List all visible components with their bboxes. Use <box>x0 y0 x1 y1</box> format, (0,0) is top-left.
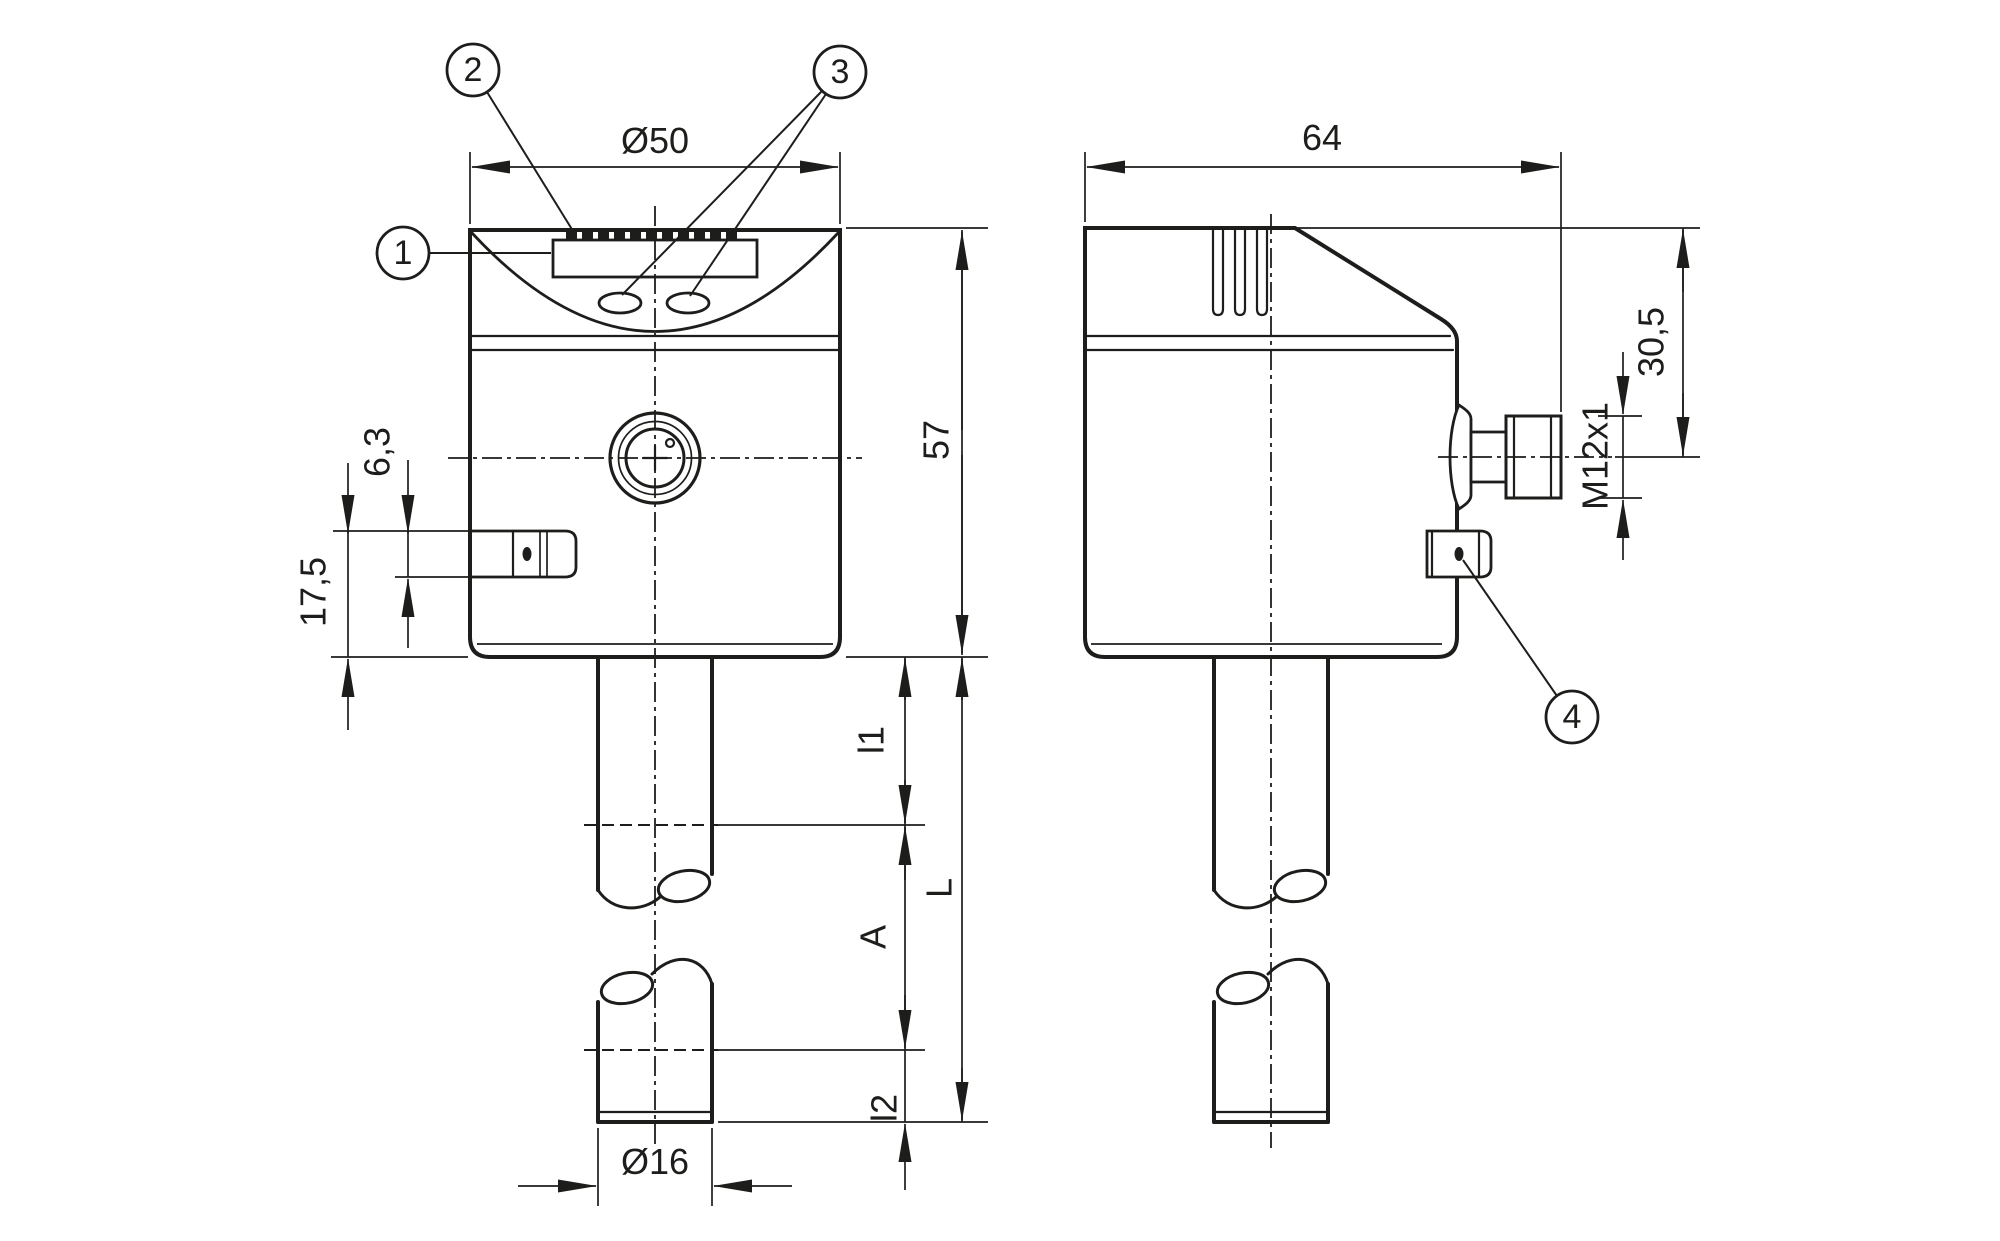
probe-upper-front <box>596 655 714 910</box>
mounting-tab-side <box>1425 529 1493 579</box>
front-housing-outline <box>468 228 842 659</box>
dim-label-diameter-16: Ø16 <box>621 1141 689 1182</box>
dim-label-57: 57 <box>916 420 957 460</box>
callout-1-number: 1 <box>394 234 413 272</box>
pushbutton-right <box>665 291 711 315</box>
dim-label-17-5: 17,5 <box>293 557 334 627</box>
dim-probe-chain: l1 A l2 L <box>584 657 988 1190</box>
callout-4-number: 4 <box>1563 698 1582 736</box>
led-ring <box>608 411 702 505</box>
probe-lower-front <box>596 957 714 1124</box>
dim-label-a: A <box>853 925 894 949</box>
dim-label-l1: l1 <box>851 726 892 754</box>
dim-label-m12x1: M12x1 <box>1575 402 1616 510</box>
dim-tab-group: 6,3 17,5 <box>293 427 470 730</box>
dim-diameter-50: Ø50 <box>469 120 841 224</box>
vent-slots <box>1211 227 1269 317</box>
dim-thread: M12x1 <box>1575 352 1642 560</box>
callout-2: 2 <box>445 42 574 232</box>
mounting-tab-front <box>470 529 578 579</box>
side-housing-outline <box>1083 226 1459 659</box>
front-display-dome-arc <box>470 231 840 333</box>
side-view: 64 30,5 M12x1 4 <box>1083 117 1700 1148</box>
front-view: Ø50 57 6,3 17,5 <box>293 42 988 1206</box>
dim-connector-offset: 30,5 <box>1295 227 1700 458</box>
callout-3: 3 <box>621 44 868 297</box>
callout-2-number: 2 <box>464 51 483 89</box>
dim-depth-64: 64 <box>1084 117 1562 412</box>
dim-height-57: 57 <box>846 227 988 658</box>
dim-label-64: 64 <box>1302 117 1342 158</box>
dim-label-30-5: 30,5 <box>1631 307 1672 377</box>
dim-label-l2: l2 <box>864 1094 905 1122</box>
callout-4: 4 <box>1462 559 1600 745</box>
display-window <box>551 238 759 279</box>
callout-3-number: 3 <box>831 53 850 91</box>
m12-connector <box>1438 402 1612 512</box>
pushbutton-left <box>597 291 643 315</box>
vent-serration <box>566 230 737 239</box>
dim-label-6-3: 6,3 <box>357 427 398 477</box>
probe-lower-side <box>1212 957 1330 1124</box>
dim-label-diameter-50: Ø50 <box>621 120 689 161</box>
dim-probe-diameter: Ø16 <box>518 1128 792 1206</box>
probe-upper-side <box>1212 655 1330 910</box>
dim-label-length: L <box>919 878 960 898</box>
callout-1: 1 <box>375 225 551 281</box>
